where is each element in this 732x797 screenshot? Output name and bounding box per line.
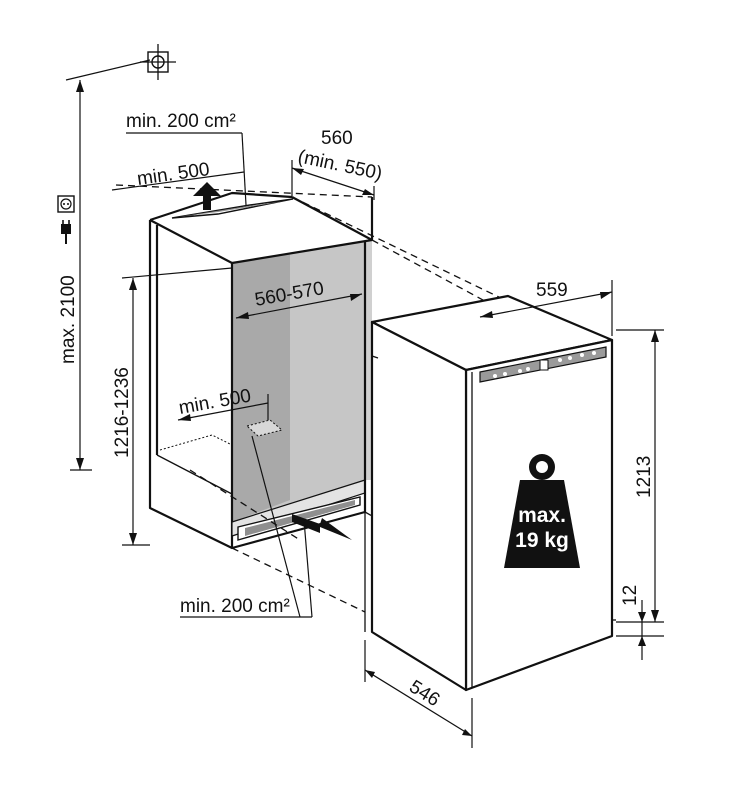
max-weight-label: max. bbox=[518, 504, 566, 527]
power-socket-icon bbox=[57, 195, 75, 213]
dim-appliance-height bbox=[616, 329, 664, 623]
dim-appliance-width bbox=[479, 280, 613, 336]
plug-icon bbox=[61, 220, 71, 244]
dim-niche-height bbox=[121, 267, 233, 546]
dim-appliance-depth bbox=[364, 640, 473, 748]
bottom-airflow-arrow bbox=[292, 514, 352, 540]
label-max-height: max. 2100 bbox=[58, 275, 79, 364]
airflow-arrow-icon bbox=[193, 182, 221, 210]
dim-max-height bbox=[65, 59, 151, 471]
dim-plinth bbox=[616, 600, 664, 660]
label-niche-height: 1216-1236 bbox=[112, 367, 133, 458]
label-cabinet-depth-min: (min. 550) bbox=[296, 146, 384, 184]
wall-anchor-icon bbox=[140, 44, 176, 80]
dim-bottom-depth bbox=[177, 394, 269, 421]
label-appliance-height: 1213 bbox=[634, 456, 655, 498]
label-cabinet-depth: 560 bbox=[321, 128, 353, 149]
dim-cabinet-depth bbox=[291, 160, 375, 200]
label-appliance-depth: 546 bbox=[405, 676, 443, 711]
control-panel bbox=[479, 346, 607, 383]
label-bottom-vent: min. 200 cm² bbox=[180, 596, 290, 617]
label-plinth: 12 bbox=[620, 585, 641, 606]
label-appliance-width: 559 bbox=[536, 280, 568, 301]
max-weight-value: 19 kg bbox=[515, 529, 569, 552]
dim-inner-depth bbox=[235, 293, 363, 319]
appliance bbox=[364, 294, 616, 692]
weight-icon: max. 19 kg bbox=[504, 454, 580, 568]
alignment-dashes bbox=[115, 184, 521, 613]
label-top-vent: min. 200 cm² bbox=[126, 111, 236, 132]
cabinet-niche bbox=[148, 191, 374, 550]
